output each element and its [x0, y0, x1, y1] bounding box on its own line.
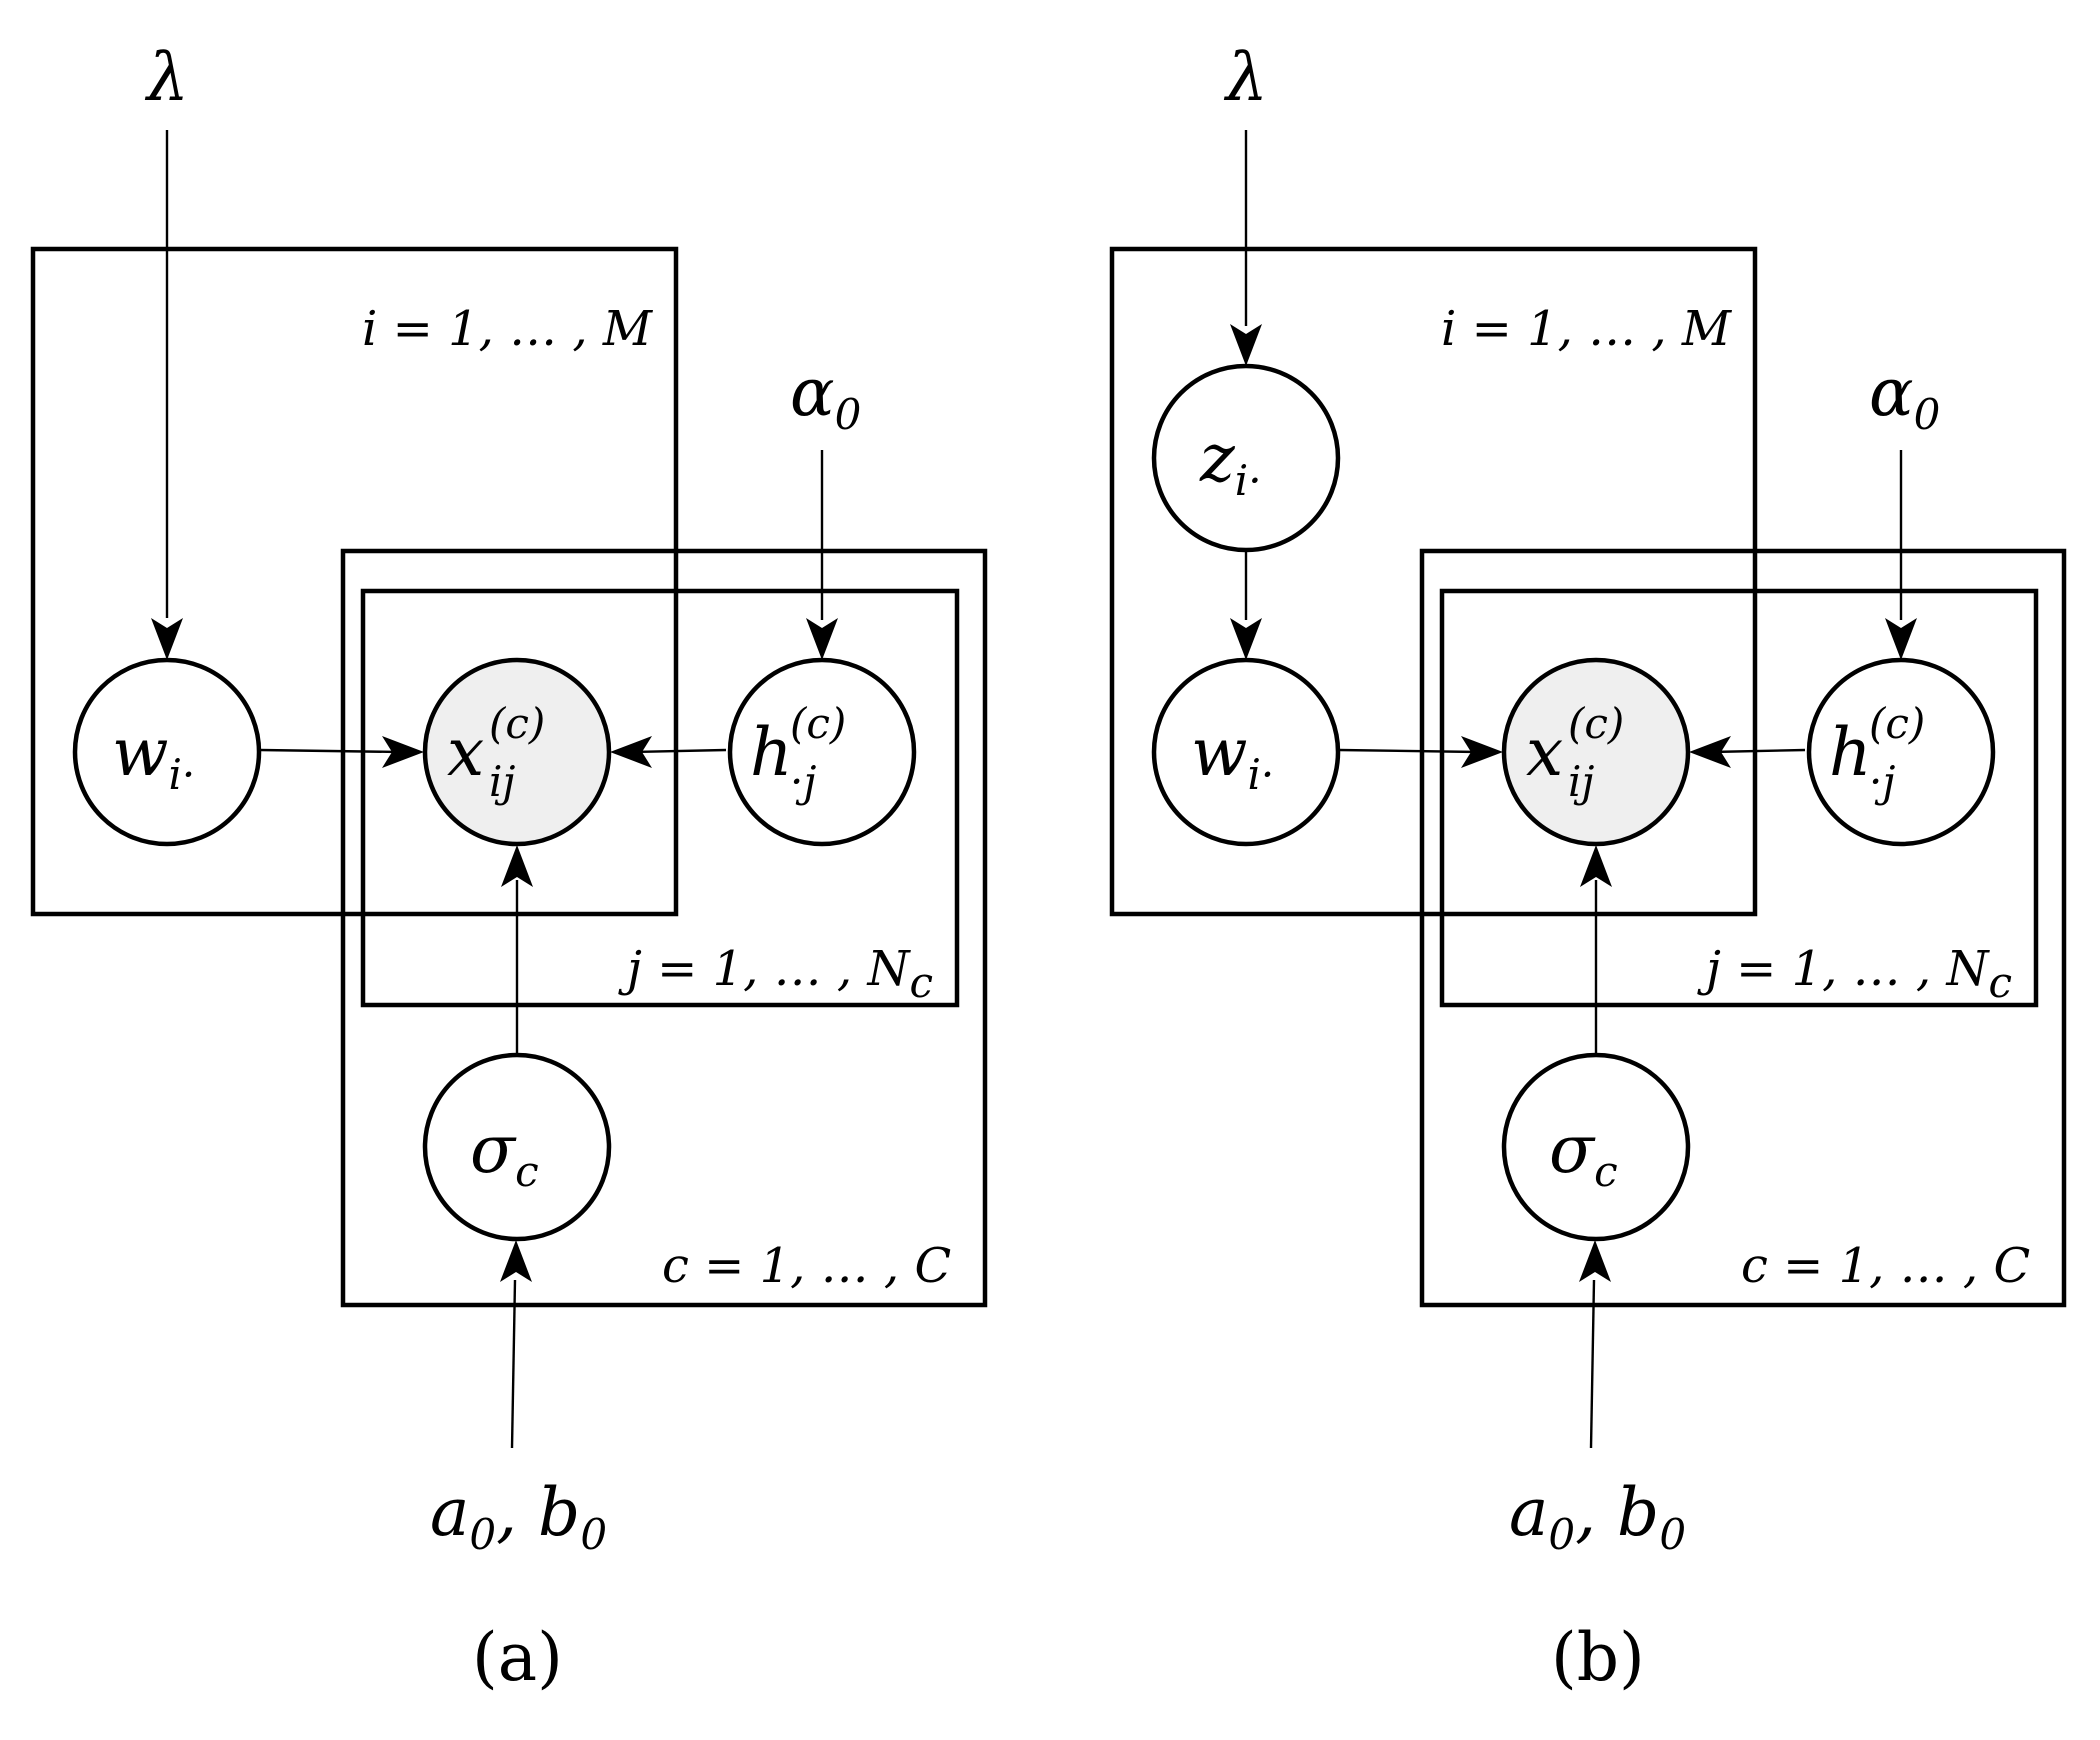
plate-j-label: j = 1, … , Nc — [618, 941, 933, 1007]
arrowhead — [382, 736, 424, 768]
node-h-label: h — [1829, 714, 1872, 791]
edge-ab-sigma — [510, 1279, 517, 1449]
arrowhead — [1885, 618, 1917, 660]
node-h-sup: (c) — [1869, 699, 1925, 748]
node-h — [727, 657, 917, 847]
plate-c-label: c = 1, … , C — [1741, 1238, 2030, 1294]
node-h-sub: ·j — [1869, 757, 1895, 806]
plate-j-label: j = 1, … , Nc — [1697, 941, 2012, 1007]
plate-j — [1439, 588, 2039, 1008]
node-sigma-label: σc — [1549, 1111, 1618, 1196]
edge-w-x — [259, 748, 401, 754]
node-z-label: zi· — [1199, 420, 1262, 505]
arrowhead — [501, 845, 533, 887]
panel-b: zi· wi· x (c) ij h (c) ·j σc λ α0 a0, b0… — [1109, 39, 2067, 1696]
hyper-lambda: λ — [144, 39, 189, 116]
node-w-label: wi· — [112, 714, 195, 799]
arrowhead — [1579, 1240, 1611, 1282]
plate-c — [340, 548, 988, 1308]
edge-h-x — [631, 748, 727, 754]
node-h-sup: (c) — [790, 699, 846, 748]
node-w-label: wi· — [1191, 714, 1274, 799]
node-h — [1806, 657, 1996, 847]
node-sigma — [1501, 1052, 1691, 1242]
hyper-alpha: α0 — [790, 354, 861, 439]
panel-a: wi· x (c) ij h (c) ·j σc λ α0 a0, b0 i =… — [30, 39, 988, 1696]
node-sigma — [422, 1052, 612, 1242]
plate-j — [360, 588, 960, 1008]
hyper-a0-b0: a0, b0 — [1509, 1474, 1686, 1559]
arrowhead — [1461, 736, 1503, 768]
arrowhead — [500, 1240, 532, 1282]
hyper-lambda: λ — [1223, 39, 1268, 116]
plate-i-label: i = 1, … , M — [362, 301, 654, 357]
edge-w-x — [1338, 748, 1480, 754]
node-w — [1151, 657, 1341, 847]
node-h-sub: ·j — [790, 757, 816, 806]
arrowhead — [1230, 618, 1262, 660]
node-x — [422, 657, 612, 847]
arrowhead — [806, 618, 838, 660]
node-x — [1501, 657, 1691, 847]
node-sigma-label: σc — [470, 1111, 539, 1196]
edge-h-x — [1710, 748, 1806, 754]
node-x-sub: ij — [1568, 757, 1594, 806]
plate-i-label: i = 1, … , M — [1441, 301, 1733, 357]
plate-i — [1109, 246, 1758, 917]
node-z — [1151, 363, 1341, 553]
edge-ab-sigma — [1589, 1279, 1596, 1449]
node-x-label: x — [447, 714, 484, 791]
node-x-sup: (c) — [1568, 699, 1624, 748]
node-h-label: h — [750, 714, 793, 791]
arrowhead — [1689, 736, 1731, 768]
plate-c — [1419, 548, 2067, 1308]
caption-a: (a) — [472, 1619, 563, 1696]
node-x-sub: ij — [489, 757, 515, 806]
node-x-sup: (c) — [489, 699, 545, 748]
hyper-alpha: α0 — [1869, 354, 1940, 439]
plate-i — [30, 246, 679, 917]
caption-b: (b) — [1551, 1619, 1645, 1696]
node-x-label: x — [1526, 714, 1563, 791]
arrowhead — [151, 618, 183, 660]
arrowhead — [1230, 324, 1262, 366]
node-w — [72, 657, 262, 847]
arrowhead — [610, 736, 652, 768]
plate-c-label: c = 1, … , C — [662, 1238, 951, 1294]
hyper-a0-b0: a0, b0 — [430, 1474, 607, 1559]
arrowhead — [1580, 845, 1612, 887]
